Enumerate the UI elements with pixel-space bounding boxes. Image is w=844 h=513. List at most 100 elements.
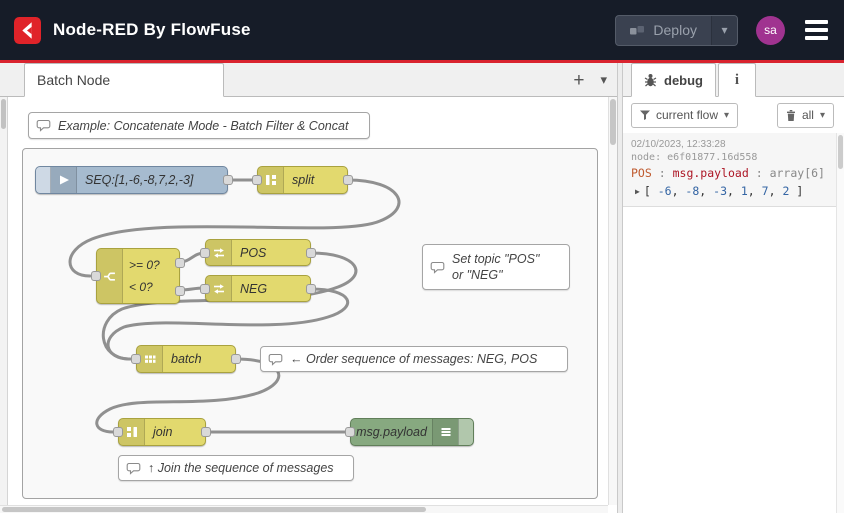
output-port-2[interactable]	[175, 286, 185, 296]
inject-label: SEQ:[1,-6,-8,7,2,-3]	[85, 173, 194, 187]
menu-bar-icon	[805, 20, 828, 24]
deploy-icon	[630, 25, 645, 34]
tab-batch-node[interactable]: Batch Node	[24, 63, 224, 97]
flow-group[interactable]	[22, 148, 598, 499]
output-port[interactable]	[306, 283, 316, 294]
bracket-close: ]	[796, 184, 804, 198]
filter-funnel-icon	[640, 110, 650, 120]
inject-icon	[51, 167, 77, 193]
debug-toolbar: current flow ▾ all ▾	[623, 97, 844, 133]
workspace-tabbar: Batch Node + ▾	[0, 63, 617, 97]
batch-node[interactable]: batch	[131, 345, 241, 373]
output-port[interactable]	[223, 175, 233, 185]
comment-set-topic[interactable]: Set topic "POS" or "NEG"	[422, 244, 570, 290]
tabbar-actions: + ▾	[573, 63, 607, 97]
sidebar-tabbar: debug i	[623, 63, 844, 97]
trash-icon	[786, 109, 795, 121]
message-path: msg.payload	[672, 166, 749, 180]
scroll-thumb[interactable]	[610, 99, 616, 145]
filter-label: current flow	[656, 108, 719, 122]
output-port[interactable]	[306, 247, 316, 258]
flowfuse-logo[interactable]	[14, 16, 41, 44]
sidebar-scrollbar[interactable]	[836, 133, 844, 513]
split-node[interactable]: split	[252, 166, 353, 194]
switch-node[interactable]: >= 0? < 0?	[91, 248, 185, 304]
caret-down-icon: ▾	[819, 109, 825, 121]
bracket-open: [	[643, 184, 651, 198]
inject-node[interactable]: SEQ:[1,-6,-8,7,2,-3]	[35, 166, 233, 194]
clear-label: all	[801, 108, 814, 122]
comment-join[interactable]: ↑ Join the sequence of messages	[118, 455, 354, 481]
output-port[interactable]	[231, 354, 241, 364]
menu-bar-icon	[805, 36, 828, 40]
canvas-vertical-scrollbar[interactable]	[608, 97, 617, 505]
join-node[interactable]: join	[113, 418, 211, 446]
comment-text-line1: Set topic "POS"	[452, 252, 540, 266]
message-node-id: node: e6f01877.16d558	[631, 152, 758, 163]
comment-bubble-icon	[126, 462, 141, 475]
menu-bar-icon	[805, 28, 828, 32]
comment-node-example[interactable]: Example: Concatenate Mode - Batch Filter…	[28, 112, 370, 139]
scroll-thumb[interactable]	[2, 507, 426, 512]
flow-list-button[interactable]: ▾	[600, 72, 607, 87]
header-accent-line	[0, 60, 844, 63]
separator: :	[755, 166, 763, 180]
header: Node-RED By FlowFuse Deploy ▾ sa	[0, 0, 844, 60]
caret-down-icon: ▾	[724, 109, 730, 121]
tab-debug[interactable]: debug	[631, 63, 716, 97]
message-type: array[6]	[769, 166, 825, 180]
expand-caret-icon[interactable]: ▶	[635, 187, 640, 196]
split-label: split	[292, 173, 315, 187]
scroll-thumb[interactable]	[838, 135, 843, 169]
debug-clear-button[interactable]: all ▾	[776, 102, 834, 128]
output-port-1[interactable]	[175, 258, 185, 268]
debug-message-list[interactable]: 02/10/2023, 12:33:28 node: e6f01877.16d5…	[623, 133, 844, 513]
debug-message[interactable]: 02/10/2023, 12:33:28 node: e6f01877.16d5…	[623, 133, 836, 207]
canvas-horizontal-scrollbar[interactable]	[0, 505, 608, 513]
deploy-group: Deploy ▾	[615, 14, 738, 46]
workspace: Batch Node + ▾	[0, 63, 617, 513]
debug-toggle-button[interactable]	[458, 419, 473, 445]
change-neg-label: NEG	[240, 281, 268, 296]
message-payload: ▶[ -6, -8, -3, 1, 7, 2 ]	[631, 184, 828, 198]
comment-text: ← Order sequence of messages: NEG, POS	[290, 352, 538, 366]
deploy-options-button[interactable]: ▾	[711, 15, 737, 45]
input-port[interactable]	[200, 283, 210, 294]
comment-text-line2: or "NEG"	[452, 268, 503, 282]
input-port[interactable]	[113, 427, 123, 437]
payload-values: -6, -8, -3, 1, 7, 2	[657, 184, 790, 198]
input-port[interactable]	[252, 175, 262, 185]
tab-info[interactable]: i	[718, 63, 756, 97]
deploy-label: Deploy	[653, 22, 697, 38]
inject-button[interactable]	[36, 167, 51, 193]
switch-rules: >= 0? < 0?	[123, 249, 179, 303]
output-port[interactable]	[201, 427, 211, 437]
deploy-button[interactable]: Deploy	[616, 16, 711, 45]
switch-rule-2: < 0?	[129, 280, 153, 294]
main-menu-button[interactable]	[803, 17, 830, 43]
message-header: POS : msg.payload : array[6]	[631, 166, 828, 180]
message-timestamp: 02/10/2023, 12:33:28	[631, 139, 726, 150]
comment-order[interactable]: ← Order sequence of messages: NEG, POS	[260, 346, 568, 372]
input-port[interactable]	[131, 354, 141, 364]
flow-canvas[interactable]: Example: Concatenate Mode - Batch Filter…	[8, 97, 608, 505]
output-port[interactable]	[343, 175, 353, 185]
change-node-neg[interactable]: NEG	[200, 275, 316, 302]
input-port[interactable]	[345, 427, 355, 437]
change-node-pos[interactable]: POS	[200, 239, 316, 266]
batch-label: batch	[171, 352, 202, 366]
add-flow-button[interactable]: +	[573, 69, 585, 91]
tab-label: Batch Node	[37, 72, 111, 88]
debug-filter-button[interactable]: current flow ▾	[631, 102, 739, 128]
input-port[interactable]	[91, 271, 101, 281]
input-port[interactable]	[200, 247, 210, 258]
main-area: Batch Node + ▾	[0, 63, 844, 513]
separator: :	[658, 166, 666, 180]
info-icon: i	[734, 71, 740, 88]
user-avatar[interactable]: sa	[756, 15, 785, 45]
sidebar-splitter[interactable]	[617, 63, 623, 513]
comment-text: ↑ Join the sequence of messages	[148, 461, 334, 475]
comment-bubble-icon	[268, 353, 283, 366]
palette-scroll-thumb[interactable]	[1, 99, 6, 129]
debug-node[interactable]: msg.payload	[345, 418, 474, 446]
